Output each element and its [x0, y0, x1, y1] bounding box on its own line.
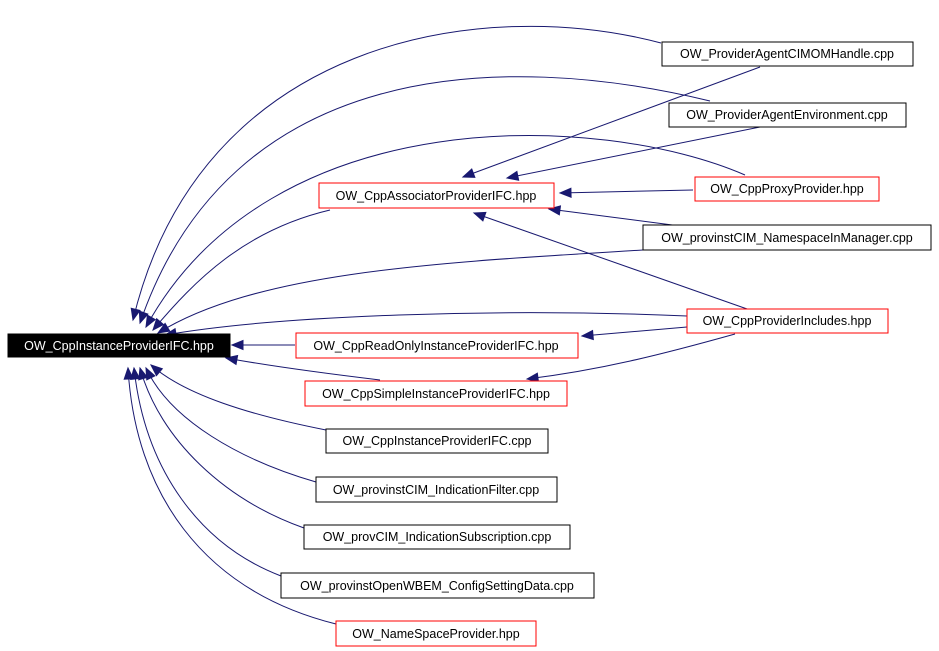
edge-instance-cpp-to-root — [150, 364, 327, 431]
node-ind-filter-label: OW_provinstCIM_IndicationFilter.cpp — [333, 483, 539, 497]
arrowheads-layer — [123, 168, 594, 383]
node-instance-cpp[interactable]: OW_CppInstanceProviderIFC.cpp — [325, 428, 549, 454]
node-proxy-label: OW_CppProxyProvider.hpp — [710, 182, 864, 196]
arrowhead-namespace-prov — [123, 366, 134, 380]
node-readonly[interactable]: OW_CppReadOnlyInstanceProviderIFC.hpp — [295, 332, 579, 359]
node-agent-cimom-label: OW_ProviderAgentCIMOMHandle.cpp — [680, 47, 894, 61]
node-root: OW_CppInstanceProviderIFC.hpp — [7, 333, 231, 358]
node-ind-sub-label: OW_provCIM_IndicationSubscription.cpp — [323, 530, 552, 544]
arrowhead-instance-cpp — [149, 364, 164, 377]
arrowhead-ns-manager — [156, 322, 171, 334]
arrowhead-config — [130, 366, 141, 381]
node-readonly-label: OW_CppReadOnlyInstanceProviderIFC.hpp — [313, 339, 558, 353]
arrowhead-readonly — [230, 339, 244, 351]
edge-config-to-root — [133, 367, 282, 577]
edge-associator-to-root — [152, 209, 331, 331]
edge-namespace-prov-to-root — [127, 367, 337, 625]
edge-includes-to-root — [164, 312, 688, 336]
node-ind-filter[interactable]: OW_provinstCIM_IndicationFilter.cpp — [315, 476, 558, 503]
edge-agent-cimom-to-root — [132, 25, 662, 321]
arrowhead-agent-env — [138, 310, 149, 325]
edge-includes-to-readonly — [581, 326, 688, 337]
node-associator[interactable]: OW_CppAssociatorProviderIFC.hpp — [318, 182, 555, 209]
node-associator-label: OW_CppAssociatorProviderIFC.hpp — [336, 189, 537, 203]
arrowhead-ind-filter — [145, 366, 156, 381]
node-ns-manager-label: OW_provinstCIM_NamespaceInManager.cpp — [661, 231, 913, 245]
arrowhead-agent-cimom — [130, 307, 141, 322]
node-agent-cimom[interactable]: OW_ProviderAgentCIMOMHandle.cpp — [661, 41, 914, 67]
node-includes[interactable]: OW_CppProviderIncludes.hpp — [686, 308, 889, 334]
arrowhead-includes-assoc — [472, 211, 487, 222]
arrowhead-simple — [224, 354, 239, 366]
edges-layer — [127, 25, 761, 625]
edge-agent-cimom-to-associator — [462, 66, 761, 178]
arrowhead-includes-readonly — [580, 329, 594, 341]
node-ns-manager[interactable]: OW_provinstCIM_NamespaceInManager.cpp — [642, 224, 932, 251]
arrowhead-proxy-assoc — [558, 187, 572, 198]
node-root-label: OW_CppInstanceProviderIFC.hpp — [24, 339, 214, 353]
node-config[interactable]: OW_provinstOpenWBEM_ConfigSettingData.cp… — [280, 572, 595, 599]
edge-simple-to-root — [225, 357, 381, 381]
edge-ns-manager-to-root — [157, 249, 644, 334]
edge-agent-env-to-associator — [506, 126, 761, 179]
node-config-label: OW_provinstOpenWBEM_ConfigSettingData.cp… — [300, 579, 574, 593]
edge-ind-filter-to-root — [145, 367, 317, 483]
node-proxy[interactable]: OW_CppProxyProvider.hpp — [694, 176, 880, 202]
node-includes-label: OW_CppProviderIncludes.hpp — [703, 314, 872, 328]
arrowhead-proxy — [145, 314, 157, 329]
edge-includes-to-simple — [526, 333, 736, 380]
node-simple[interactable]: OW_CppSimpleInstanceProviderIFC.hpp — [304, 380, 568, 407]
node-agent-env-label: OW_ProviderAgentEnvironment.cpp — [686, 108, 888, 122]
arrowhead-ns-assoc — [547, 205, 562, 216]
edge-proxy-to-root — [145, 135, 746, 328]
arrowhead-cimom-assoc — [461, 168, 476, 178]
edge-proxy-to-associator — [559, 189, 694, 194]
node-instance-cpp-label: OW_CppInstanceProviderIFC.cpp — [343, 434, 532, 448]
node-agent-env[interactable]: OW_ProviderAgentEnvironment.cpp — [668, 102, 907, 128]
node-namespace-prov-label: OW_NameSpaceProvider.hpp — [352, 627, 519, 641]
node-ind-sub[interactable]: OW_provCIM_IndicationSubscription.cpp — [303, 524, 571, 550]
node-simple-label: OW_CppSimpleInstanceProviderIFC.hpp — [322, 387, 550, 401]
edge-includes-to-associator — [473, 212, 751, 311]
arrowhead-env-assoc — [505, 170, 520, 181]
edge-ind-sub-to-root — [139, 367, 305, 529]
node-namespace-prov[interactable]: OW_NameSpaceProvider.hpp — [335, 620, 537, 647]
edge-ns-manager-to-associator — [548, 208, 681, 227]
edge-agent-env-to-root — [139, 76, 711, 324]
arrowhead-ind-sub — [138, 366, 149, 381]
arrowhead-associator — [152, 317, 165, 332]
